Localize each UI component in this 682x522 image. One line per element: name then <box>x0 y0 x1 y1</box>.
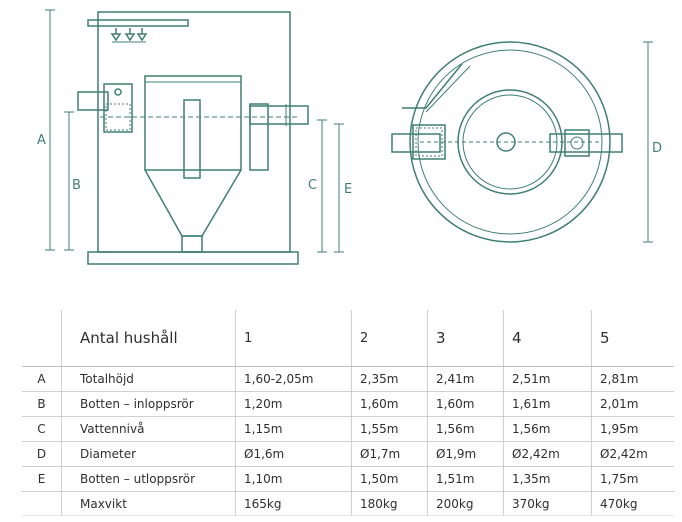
column-header-3: 3 <box>427 310 504 367</box>
cell: 165kg <box>235 491 352 516</box>
row-label: Botten – inloppsrör <box>61 391 236 417</box>
cell: 180kg <box>351 491 428 516</box>
table-row: D Diameter Ø1,6m Ø1,7m Ø1,9m Ø2,42m Ø2,4… <box>22 441 674 467</box>
cell: 1,56m <box>503 416 592 442</box>
table-row: A Totalhöjd 1,60-2,05m 2,35m 2,41m 2,51m… <box>22 366 674 392</box>
top-view <box>391 41 653 243</box>
column-header-5: 5 <box>591 310 674 367</box>
cell: Ø2,42m <box>503 441 592 467</box>
cell: 2,81m <box>591 366 674 392</box>
row-key: D <box>22 441 62 467</box>
dim-label-d: D <box>652 141 662 156</box>
bottom-divider <box>22 515 674 516</box>
row-label: Botten – utloppsrör <box>61 466 236 492</box>
row-key <box>22 492 62 517</box>
side-view <box>45 9 344 265</box>
cell: 1,95m <box>591 416 674 442</box>
cell: 1,75m <box>591 466 674 492</box>
cell: Ø1,9m <box>427 441 504 467</box>
row-key: E <box>22 466 62 492</box>
cell: 1,20m <box>235 391 352 417</box>
cell: Ø1,6m <box>235 441 352 467</box>
cell: 1,56m <box>427 416 504 442</box>
cell: 1,50m <box>351 466 428 492</box>
cell: 1,51m <box>427 466 504 492</box>
column-header-2: 2 <box>351 310 428 367</box>
dim-label-a: A <box>37 133 46 148</box>
cell: 370kg <box>503 491 592 516</box>
cell: 470kg <box>591 491 674 516</box>
row-label: Maxvikt <box>61 491 236 516</box>
table-row: E Botten – utloppsrör 1,10m 1,50m 1,51m … <box>22 466 674 492</box>
table-header-key <box>22 310 62 367</box>
cell: 1,60-2,05m <box>235 366 352 392</box>
cell: 2,51m <box>503 366 592 392</box>
cell: 1,10m <box>235 466 352 492</box>
dim-label-e: E <box>344 182 352 197</box>
cell: 2,35m <box>351 366 428 392</box>
cell: 1,61m <box>503 391 592 417</box>
row-key: B <box>22 391 62 417</box>
column-header-1: 1 <box>235 310 352 367</box>
cell: 2,01m <box>591 391 674 417</box>
cell: 1,60m <box>427 391 504 417</box>
table-row: B Botten – inloppsrör 1,20m 1,60m 1,60m … <box>22 391 674 417</box>
spec-table: Antal hushåll 1 2 3 4 5 A Totalhöjd 1,60… <box>22 310 674 516</box>
table-row: Maxvikt 165kg 180kg 200kg 370kg 470kg <box>22 491 674 517</box>
dim-label-b: B <box>72 178 81 193</box>
cell: 200kg <box>427 491 504 516</box>
row-label: Vattennivå <box>61 416 236 442</box>
table-row: C Vattennivå 1,15m 1,55m 1,56m 1,56m 1,9… <box>22 416 674 442</box>
cell: 2,41m <box>427 366 504 392</box>
column-header-4: 4 <box>503 310 592 367</box>
row-label: Diameter <box>61 441 236 467</box>
cell: Ø2,42m <box>591 441 674 467</box>
row-key: A <box>22 366 62 392</box>
technical-drawing: A B C E D <box>37 9 662 265</box>
cell: Ø1,7m <box>351 441 428 467</box>
dim-label-c: C <box>308 178 317 193</box>
cell: 1,60m <box>351 391 428 417</box>
row-key: C <box>22 416 62 442</box>
row-label: Totalhöjd <box>61 366 236 392</box>
cell: 1,35m <box>503 466 592 492</box>
table-header-row: Antal hushåll 1 2 3 4 5 <box>22 310 674 367</box>
table-header-label: Antal hushåll <box>61 310 236 367</box>
cell: 1,55m <box>351 416 428 442</box>
cell: 1,15m <box>235 416 352 442</box>
